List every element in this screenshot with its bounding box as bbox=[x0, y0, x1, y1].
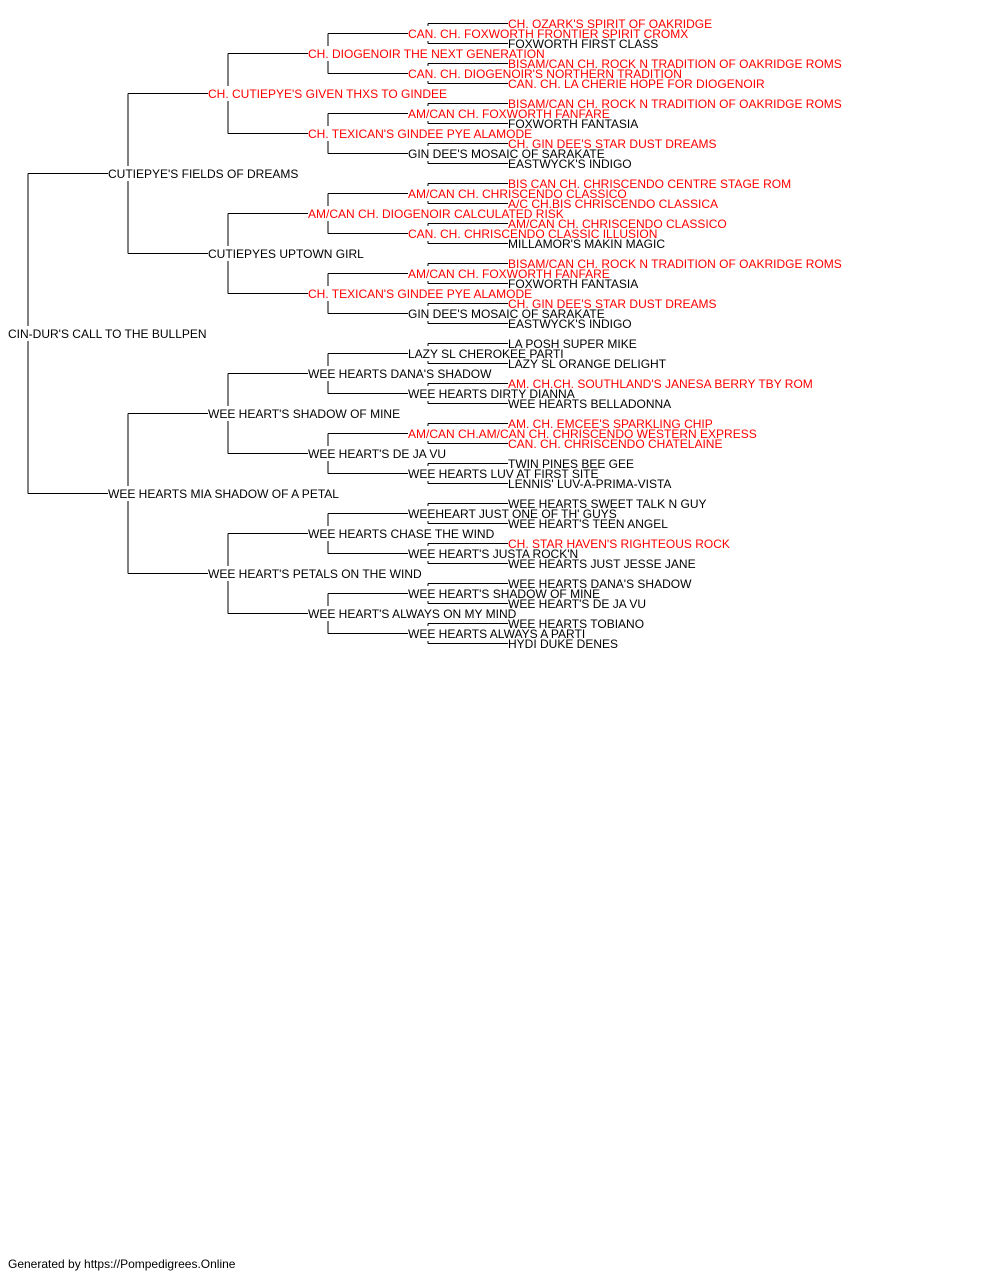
sire-gen4-wee-heart-s-shadow-of-mine: WEE HEART'S SHADOW OF MINE bbox=[408, 586, 601, 601]
dam-gen2-wee-heart-s-petals-on-the-wind: WEE HEART'S PETALS ON THE WIND bbox=[208, 566, 422, 581]
sire-gen5-bis-can-ch-chriscendo-centre-stage-rom: BIS CAN CH. CHRISCENDO CENTRE STAGE ROM bbox=[508, 176, 792, 191]
dam-gen4-wee-heart-s-justa-rock-n: WEE HEART'S JUSTA ROCK'N bbox=[408, 546, 579, 561]
dam-gen5-foxworth-fantasia: FOXWORTH FANTASIA bbox=[508, 276, 639, 291]
dam-gen5-lennis-luv-a-prima-vista: LENNIS' LUV-A-PRIMA-VISTA bbox=[508, 476, 672, 491]
dam-gen5-foxworth-first-class: FOXWORTH FIRST CLASS bbox=[508, 36, 659, 51]
sire-gen4-weeheart-just-one-of-th-guys: WEEHEART JUST ONE OF TH' GUYS bbox=[408, 506, 617, 521]
subject-gen0-cin-dur-s-call-to-the-bullpen: CIN-DUR'S CALL TO THE BULLPEN bbox=[8, 326, 207, 341]
sire-gen5-bisam-can-ch-rock-n-tradition-of-oakridge-roms: BISAM/CAN CH. ROCK N TRADITION OF OAKRID… bbox=[508, 56, 842, 71]
sire-gen3-wee-hearts-chase-the-wind: WEE HEARTS CHASE THE WIND bbox=[308, 526, 495, 541]
dam-gen5-millamor-s-makin-magic: MILLAMOR'S MAKIN MAGIC bbox=[508, 236, 665, 251]
dam-gen5-eastwyck-s-indigo: EASTWYCK'S INDIGO bbox=[508, 316, 632, 331]
dam-gen5-wee-hearts-belladonna: WEE HEARTS BELLADONNA bbox=[508, 396, 672, 411]
dam-gen2-cutiepyes-uptown-girl: CUTIEPYES UPTOWN GIRL bbox=[208, 246, 364, 261]
dam-gen4-wee-hearts-luv-at-first-site: WEE HEARTS LUV AT FIRST SITE bbox=[408, 466, 599, 481]
sire-gen5-wee-hearts-dana-s-shadow: WEE HEARTS DANA'S SHADOW bbox=[508, 576, 692, 591]
dam-gen4-gin-dee-s-mosaic-of-sarakate: GIN DEE'S MOSAIC OF SARAKATE bbox=[408, 306, 605, 321]
dam-gen5-wee-heart-s-de-ja-vu: WEE HEART'S DE JA VU bbox=[508, 596, 647, 611]
dam-gen3-ch-texican-s-gindee-pye-alamode: CH. TEXICAN'S GINDEE PYE ALAMODE bbox=[308, 286, 533, 301]
sire-gen5-ch-gin-dee-s-star-dust-dreams: CH. GIN DEE'S STAR DUST DREAMS bbox=[508, 136, 717, 151]
dam-gen5-wee-hearts-just-jesse-jane: WEE HEARTS JUST JESSE JANE bbox=[508, 556, 696, 571]
sire-gen5-bisam-can-ch-rock-n-tradition-of-oakridge-roms: BISAM/CAN CH. ROCK N TRADITION OF OAKRID… bbox=[508, 96, 842, 111]
dam-gen5-hydi-duke-denes: HYDI DUKE DENES bbox=[508, 636, 619, 651]
sire-gen3-wee-hearts-dana-s-shadow: WEE HEARTS DANA'S SHADOW bbox=[308, 366, 492, 381]
dam-gen5-a-c-ch-bis-chriscendo-classica: A/C CH.BIS CHRISCENDO CLASSICA bbox=[508, 196, 719, 211]
dam-gen4-wee-hearts-always-a-parti: WEE HEARTS ALWAYS A PARTI bbox=[408, 626, 586, 641]
sire-gen4-lazy-sl-cherokee-parti: LAZY SL CHEROKEE PARTI bbox=[408, 346, 564, 361]
sire-gen5-twin-pines-bee-gee: TWIN PINES BEE GEE bbox=[508, 456, 635, 471]
dam-gen4-can-ch-chriscendo-classic-illusion: CAN. CH. CHRISCENDO CLASSIC ILLUSION bbox=[408, 226, 658, 241]
dam-gen3-wee-heart-s-de-ja-vu: WEE HEART'S DE JA VU bbox=[308, 446, 447, 461]
sire-gen5-ch-star-haven-s-righteous-rock: CH. STAR HAVEN'S RIGHTEOUS ROCK bbox=[508, 536, 730, 551]
dam-gen3-wee-heart-s-always-on-my-mind: WEE HEART'S ALWAYS ON MY MIND bbox=[308, 606, 517, 621]
dam-gen5-lazy-sl-orange-delight: LAZY SL ORANGE DELIGHT bbox=[508, 356, 667, 371]
sire-gen5-am-ch-emcee-s-sparkling-chip: AM. CH. EMCEE'S SPARKLING CHIP bbox=[508, 416, 713, 431]
sire-gen5-la-posh-super-mike: LA POSH SUPER MIKE bbox=[508, 336, 637, 351]
dam-gen4-can-ch-diogenoir-s-northern-tradition: CAN. CH. DIOGENOIR'S NORTHERN TRADITION bbox=[408, 66, 682, 81]
sire-gen5-wee-hearts-tobiano: WEE HEARTS TOBIANO bbox=[508, 616, 645, 631]
sire-gen4-am-can-ch-foxworth-fanfare: AM/CAN CH. FOXWORTH FANFARE bbox=[408, 106, 610, 121]
sire-gen5-bisam-can-ch-rock-n-tradition-of-oakridge-roms: BISAM/CAN CH. ROCK N TRADITION OF OAKRID… bbox=[508, 256, 842, 271]
sire-gen5-wee-hearts-sweet-talk-n-guy: WEE HEARTS SWEET TALK N GUY bbox=[508, 496, 707, 511]
dam-gen5-wee-heart-s-teen-angel: WEE HEART'S TEEN ANGEL bbox=[508, 516, 668, 531]
dam-gen4-wee-hearts-dirty-dianna: WEE HEARTS DIRTY DIANNA bbox=[408, 386, 575, 401]
sire-gen5-ch-ozark-s-spirit-of-oakridge: CH. OZARK'S SPIRIT OF OAKRIDGE bbox=[508, 16, 713, 31]
sire-gen3-am-can-ch-diogenoir-calculated-risk: AM/CAN CH. DIOGENOIR CALCULATED RISK bbox=[308, 206, 564, 221]
sire-gen4-am-can-ch-am-can-ch-chriscendo-western-express: AM/CAN CH.AM/CAN CH. CHRISCENDO WESTERN … bbox=[408, 426, 757, 441]
sire-gen2-wee-heart-s-shadow-of-mine: WEE HEART'S SHADOW OF MINE bbox=[208, 406, 401, 421]
dam-gen3-ch-texican-s-gindee-pye-alamode: CH. TEXICAN'S GINDEE PYE ALAMODE bbox=[308, 126, 533, 141]
dam-gen4-gin-dee-s-mosaic-of-sarakate: GIN DEE'S MOSAIC OF SARAKATE bbox=[408, 146, 605, 161]
sire-gen4-am-can-ch-chriscendo-classico: AM/CAN CH. CHRISCENDO CLASSICO bbox=[408, 186, 627, 201]
sire-gen1-cutiepye-s-fields-of-dreams: CUTIEPYE'S FIELDS OF DREAMS bbox=[108, 166, 299, 181]
sire-gen2-ch-cutiepye-s-given-thxs-to-gindee: CH. CUTIEPYE'S GIVEN THXS TO GINDEE bbox=[208, 86, 448, 101]
sire-gen5-am-can-ch-chriscendo-classico: AM/CAN CH. CHRISCENDO CLASSICO bbox=[508, 216, 727, 231]
generated-by-footer: Generated by https://Pompedigrees.Online bbox=[8, 1257, 236, 1271]
sire-gen4-can-ch-foxworth-frontier-spirit-cromx: CAN. CH. FOXWORTH FRONTIER SPIRIT CROMX bbox=[408, 26, 689, 41]
dam-gen5-can-ch-chriscendo-chatelaine: CAN. CH. CHRISCENDO CHATELAINE bbox=[508, 436, 723, 451]
sire-gen5-am-ch-ch-southland-s-janesa-berry-tby-rom: AM. CH.CH. SOUTHLAND'S JANESA BERRY TBY … bbox=[508, 376, 813, 391]
sire-gen4-am-can-ch-foxworth-fanfare: AM/CAN CH. FOXWORTH FANFARE bbox=[408, 266, 610, 281]
sire-gen3-ch-diogenoir-the-next-generation: CH. DIOGENOIR THE NEXT GENERATION bbox=[308, 46, 545, 61]
dam-gen5-eastwyck-s-indigo: EASTWYCK'S INDIGO bbox=[508, 156, 632, 171]
dam-gen1-wee-hearts-mia-shadow-of-a-petal: WEE HEARTS MIA SHADOW OF A PETAL bbox=[108, 486, 339, 501]
sire-gen5-ch-gin-dee-s-star-dust-dreams: CH. GIN DEE'S STAR DUST DREAMS bbox=[508, 296, 717, 311]
dam-gen5-foxworth-fantasia: FOXWORTH FANTASIA bbox=[508, 116, 639, 131]
dam-gen5-can-ch-la-cherie-hope-for-diogenoir: CAN. CH. LA CHERIE HOPE FOR DIOGENOIR bbox=[508, 76, 765, 91]
